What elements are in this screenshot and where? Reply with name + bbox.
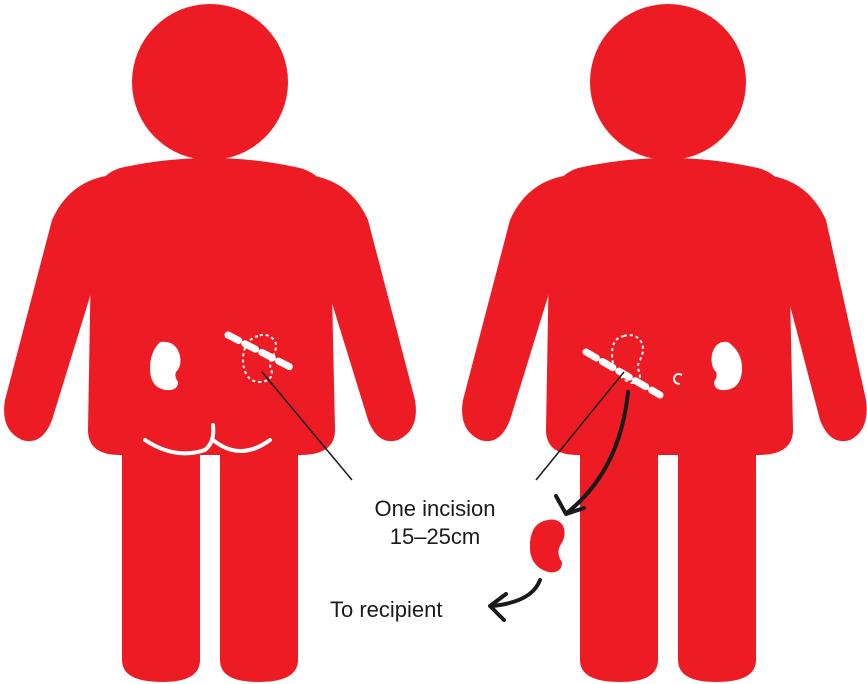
front-view-figure xyxy=(462,4,867,682)
right-figure-head xyxy=(590,4,746,160)
right-figure-left-leg xyxy=(580,440,658,682)
incision-label-line1: One incision xyxy=(360,495,510,523)
incision-label-line2: 15–25cm xyxy=(360,523,510,551)
removed-kidney-icon xyxy=(530,520,565,573)
arrow-to-recipient xyxy=(492,580,540,606)
incision-label: One incision 15–25cm xyxy=(360,495,510,551)
left-figure-right-leg xyxy=(220,440,298,682)
right-figure-right-leg xyxy=(678,440,756,682)
to-recipient-label: To recipient xyxy=(330,596,443,624)
left-figure-left-leg xyxy=(122,440,200,682)
back-view-figure xyxy=(4,4,416,682)
right-figure-torso xyxy=(546,158,793,455)
left-figure-head xyxy=(132,4,288,160)
left-figure-torso xyxy=(88,158,335,455)
